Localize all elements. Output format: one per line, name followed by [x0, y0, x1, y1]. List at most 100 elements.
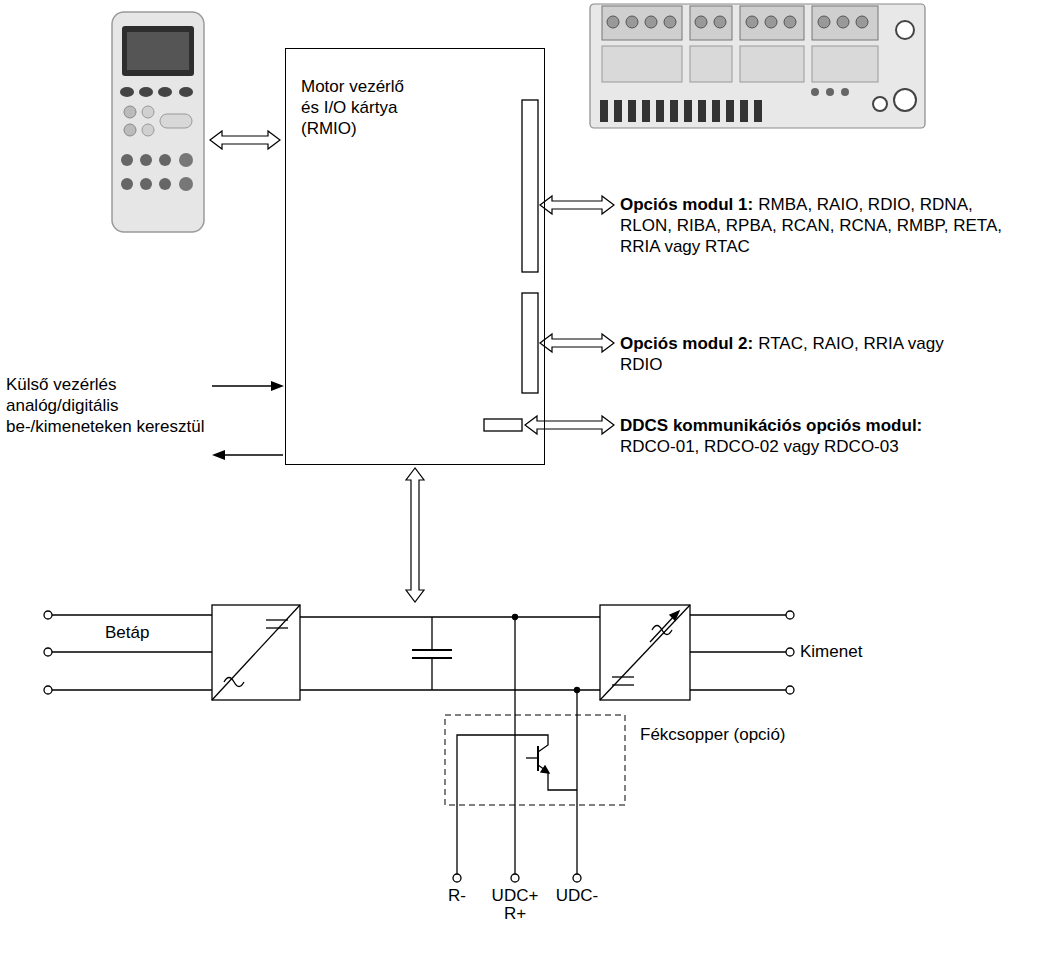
- module-slot: [484, 100, 538, 431]
- control-panel-picture: [121, 178, 133, 190]
- power-circuit: [44, 611, 52, 619]
- box-label: Motor vezérlő és I/O kártya (RMIO): [301, 76, 406, 139]
- option-module-picture: [712, 100, 720, 122]
- option-module-picture: [812, 6, 878, 40]
- signal-arrow: [222, 454, 283, 456]
- control-panel-picture: [112, 12, 204, 232]
- power-circuit: [541, 766, 549, 773]
- option-module-picture: [602, 46, 682, 82]
- power-circuit: [266, 619, 288, 620]
- option-module-picture: [873, 97, 887, 111]
- power-circuit: [573, 874, 581, 882]
- terminal-name: R+: [504, 904, 526, 923]
- option-module-picture: [656, 100, 664, 122]
- power-circuit: [538, 765, 577, 790]
- double-arrow: [540, 196, 614, 214]
- power-circuit: [431, 617, 432, 650]
- option-module-picture: [614, 100, 622, 122]
- power-circuit: [224, 678, 244, 687]
- module-heading: Opciós modul 1:: [620, 195, 753, 214]
- signal-arrow: [212, 381, 284, 460]
- option-module-picture: [740, 100, 748, 122]
- power-circuit: [44, 605, 794, 882]
- option-module-picture: [626, 16, 638, 28]
- control-panel-picture: [112, 12, 204, 232]
- double-arrow: [406, 468, 424, 602]
- option-module-picture: [818, 16, 830, 28]
- signal-arrow: [212, 385, 274, 387]
- control-panel-picture: [124, 106, 136, 118]
- power-circuit: [526, 757, 538, 758]
- input-label: Betáp: [105, 623, 149, 642]
- module-slot: [484, 419, 522, 431]
- signal-arrow: [212, 450, 225, 460]
- power-circuit: [786, 648, 794, 656]
- option-module-picture: [841, 88, 849, 96]
- option-module-picture: [714, 16, 726, 28]
- power-circuit: [690, 614, 786, 615]
- power-circuit: [612, 676, 634, 677]
- option-module-picture: [695, 16, 707, 28]
- power-circuit: [612, 684, 634, 685]
- control-panel-picture: [142, 124, 154, 136]
- power-circuit: [600, 605, 690, 700]
- option-module-picture: [664, 16, 676, 28]
- power-circuit: [514, 617, 515, 874]
- power-circuit: [690, 651, 786, 652]
- control-panel-picture: [179, 153, 193, 167]
- option-module-picture: [811, 88, 819, 96]
- power-circuit: [600, 605, 690, 700]
- option-module-picture: [856, 16, 868, 28]
- option-module-picture: [837, 16, 849, 28]
- power-circuit: [412, 649, 452, 651]
- power-circuit: [300, 689, 600, 690]
- option-module-text: RDCO-01, RDCO-02 vagy RDCO-03: [620, 436, 1000, 457]
- terminal-name: UDC+: [492, 885, 539, 906]
- option-module-picture: [670, 100, 678, 122]
- option-module-picture: [698, 100, 706, 122]
- option-module-text: Opciós modul 1:RMBA, RAIO, RDIO, RDNA, R…: [620, 194, 1025, 257]
- option-module-picture: [590, 4, 925, 128]
- power-circuit: [511, 874, 519, 882]
- module-heading: Opciós modul 2:: [620, 334, 753, 353]
- chopper-label: Fékcsopper (opció): [640, 725, 786, 744]
- option-module-picture: [602, 6, 682, 40]
- control-panel-picture: [140, 154, 152, 166]
- power-circuit: [431, 658, 432, 690]
- power-circuit: [786, 686, 794, 694]
- module-slot: [522, 293, 538, 393]
- control-panel-picture: [158, 87, 172, 97]
- terminal-name: UDC+: [492, 886, 539, 905]
- power-circuit: [575, 688, 580, 693]
- output-label: Kimenet: [800, 642, 862, 661]
- control-panel-picture: [139, 87, 153, 97]
- double-arrow: [540, 334, 614, 352]
- control-panel-picture: [122, 26, 194, 76]
- option-module-picture: [590, 4, 925, 128]
- output-label: Kimenet: [800, 641, 862, 662]
- control-panel-picture: [127, 32, 189, 70]
- double-arrow: [525, 416, 614, 434]
- control-panel-picture: [160, 114, 192, 128]
- terminal-name: R-: [448, 885, 466, 906]
- option-module-text: DDCS kommunikációs opciós modul:RDCO-01,…: [620, 415, 1000, 457]
- control-panel-picture: [140, 178, 152, 190]
- terminal-name: R+: [504, 903, 526, 924]
- input-label: Betáp: [105, 622, 149, 643]
- io-note: Külső vezérlés analóg/digitális be-/kime…: [6, 374, 206, 437]
- option-module-picture: [740, 6, 804, 40]
- control-panel-picture: [179, 177, 193, 191]
- option-module-picture: [607, 16, 619, 28]
- option-module-picture: [896, 21, 914, 39]
- power-circuit: [670, 611, 679, 620]
- option-module-picture: [812, 46, 878, 82]
- control-panel-picture: [159, 154, 171, 166]
- option-module-picture: [645, 16, 657, 28]
- option-module-picture: [746, 16, 758, 28]
- option-module-picture: [690, 6, 732, 40]
- power-circuit: [576, 690, 577, 874]
- option-module-picture: [726, 100, 734, 122]
- control-panel-picture: [142, 106, 154, 118]
- control-panel-picture: [120, 87, 134, 97]
